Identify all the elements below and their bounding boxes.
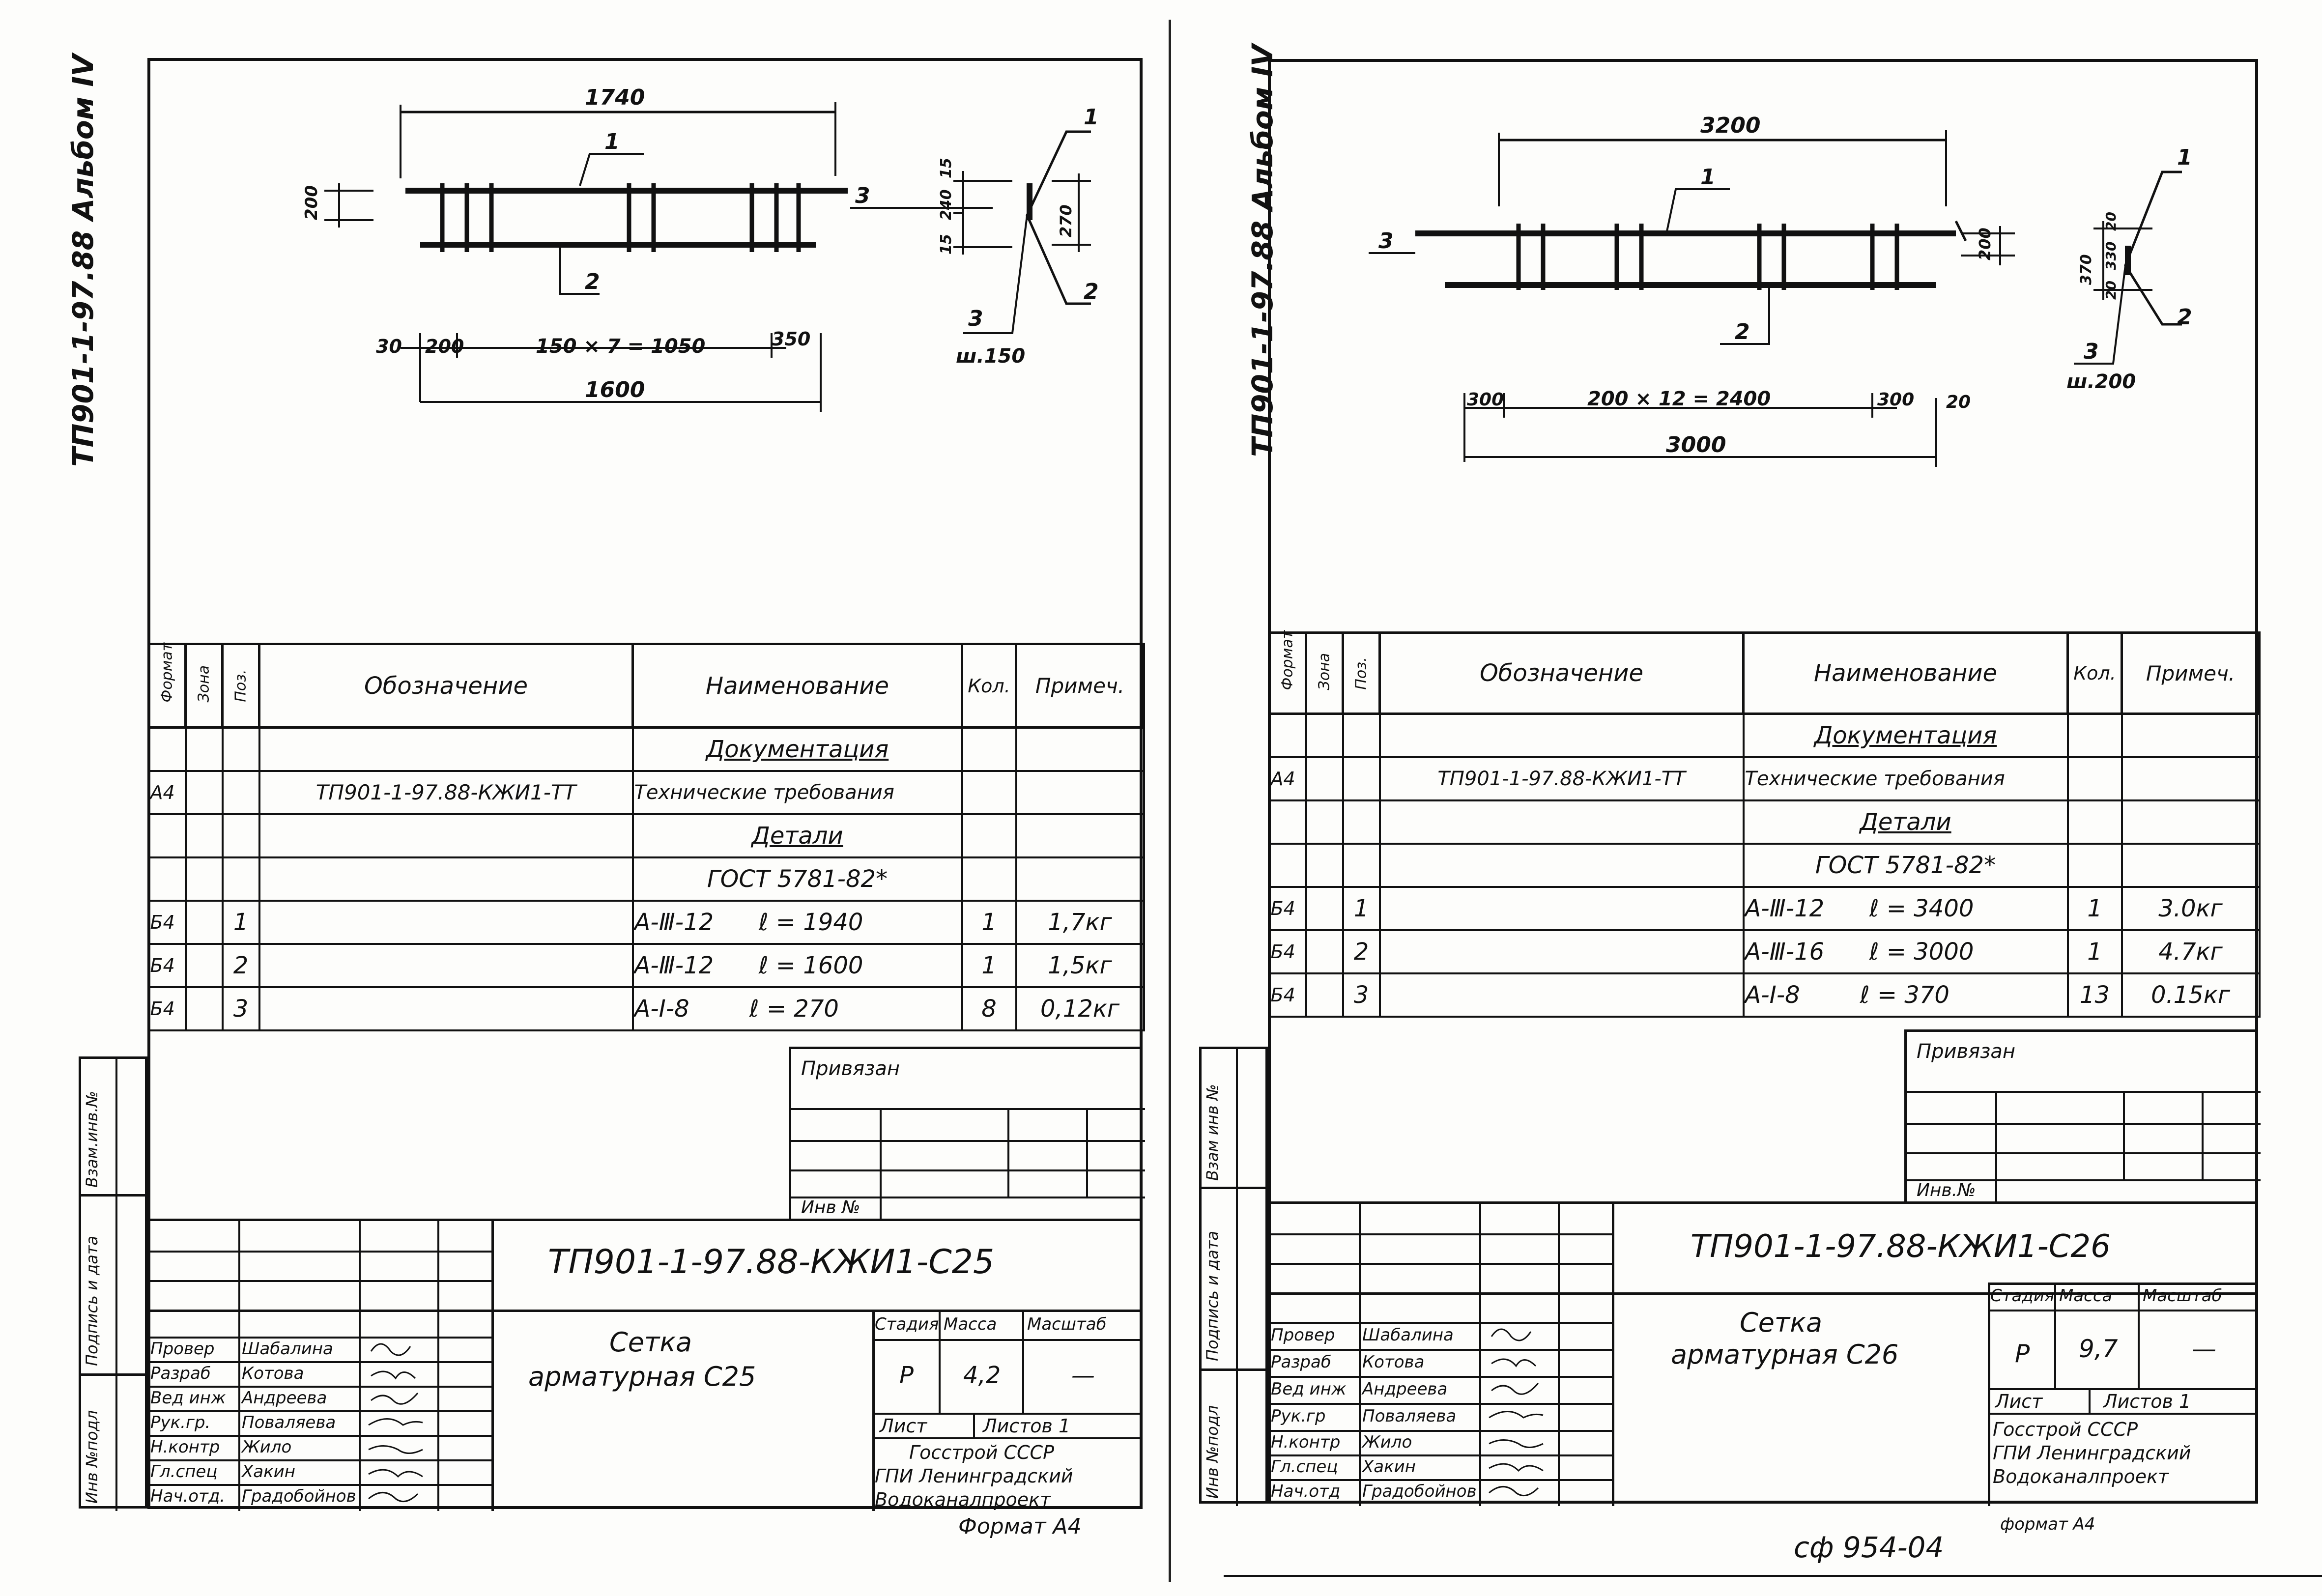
table-row: ГОСТ 5781-82* [147, 856, 1145, 902]
pos-2: 2 [585, 269, 600, 294]
spec-table: Формат Зона Поз. Обозначение Наименовани… [147, 643, 1145, 1031]
name-tech-req: Технические требования [631, 770, 963, 815]
pos-1: 1 [604, 129, 620, 154]
sec-step: ш.150 [956, 345, 1025, 368]
sheet-right: ТП901-1-97.88 Альбом IV [1170, 0, 2322, 1596]
inv-no-label: Инв № [801, 1197, 860, 1218]
side-box-vzam: Взам.инв.№ [83, 1091, 101, 1188]
drawing-title-line1: Сетка [609, 1327, 692, 1358]
side-stamp: Взам инв № Подпись и дата Инв №подл [1199, 1047, 1270, 1506]
dim-b-30: 30 [376, 336, 402, 357]
title-block: Провер Шабалина Разраб Котова Вед инж Ан… [147, 1219, 1143, 1511]
dim-top: 1740 [585, 85, 645, 110]
sheet-left: ТП901-1-97.88 Альбом IV [0, 0, 1160, 1596]
table-row: Б4 2 А-Ⅲ-12 ℓ = 1600 1 1,5кг [147, 942, 1145, 988]
svg-text:20: 20 [1946, 392, 1971, 412]
header-format: Формат [147, 643, 187, 729]
svg-text:300: 300 [1467, 390, 1504, 410]
svg-text:3: 3 [1378, 228, 1394, 254]
table-row: ГОСТ 5781-82* [1268, 842, 2261, 888]
privyazan-box: Привязан Инв.№ [1904, 1029, 2261, 1204]
svg-text:200: 200 [1976, 228, 1994, 260]
format-label: формат А4 [2000, 1514, 2095, 1534]
table-row: Документация [1268, 712, 2261, 758]
table-header-row: Формат Зона Поз. Обозначение Наименовани… [1268, 630, 2261, 715]
format-label: Формат А4 [958, 1514, 1082, 1539]
side-box-invpodl: Инв №подл [83, 1410, 101, 1504]
org-line-2: ГПИ Ленинградский [875, 1465, 1073, 1487]
sec-240: 240 [938, 189, 955, 220]
dim-b-350: 350 [772, 328, 810, 350]
svg-text:330: 330 [2103, 242, 2119, 270]
table-header-row: Формат Зона Поз. Обозначение Наименовани… [147, 643, 1145, 729]
svg-text:3200: 3200 [1700, 113, 1760, 138]
section-documentation: Документация [631, 726, 963, 772]
dim-b-mid: 150 × 7 = 1050 [536, 335, 705, 358]
org-line-1: Госстрой СССР [909, 1442, 1055, 1463]
header-pos: Поз. [221, 643, 260, 729]
album-side-label: ТП901-1-97.88 Альбом IV [66, 54, 100, 467]
header-zone: Зона [184, 643, 224, 729]
sec-15a: 15 [938, 158, 955, 178]
svg-text:1: 1 [2177, 145, 2192, 170]
svg-text:1: 1 [1700, 165, 1716, 190]
svg-text:200 × 12 = 2400: 200 × 12 = 2400 [1587, 388, 1771, 410]
sec-pos2: 2 [1084, 279, 1099, 304]
drawing-title-line2: арматурная С25 [528, 1361, 756, 1392]
header-name: Наименование [631, 643, 963, 729]
signatures [368, 1343, 423, 1503]
table-row: Б4 1 А-Ⅲ-12 ℓ = 3400 1 3.0кг [1268, 885, 2261, 931]
header-note: Примеч. [1015, 643, 1145, 729]
table-row: Документация [147, 726, 1145, 772]
privyazan-label: Привязан [801, 1057, 900, 1080]
spec-table: Формат Зона Поз. Обозначение Наименовани… [1268, 630, 2261, 1018]
org-line-3: Водоканалпроект [875, 1489, 1051, 1510]
dim-total: 1600 [585, 377, 645, 402]
svg-text:3000: 3000 [1666, 432, 1726, 457]
table-row: Детали [1268, 799, 2261, 845]
gost-line: ГОСТ 5781-82* [631, 856, 963, 902]
header-designation: Обозначение [258, 643, 634, 729]
table-row: Б4 3 А-Ⅰ-8 ℓ = 370 13 0.15кг [1268, 972, 2261, 1018]
svg-text:20: 20 [2103, 281, 2119, 300]
dim-height: 200 [302, 185, 321, 220]
dim-b-200: 200 [425, 336, 464, 357]
svg-text:ш.200: ш.200 [2066, 370, 2136, 393]
section-details: Детали [631, 813, 963, 858]
table-row: А4 ТП901-1-97.88-КЖИ1-ТТ Технические тре… [1268, 756, 2261, 801]
pos-3: 3 [855, 183, 870, 208]
sec-pos1: 1 [1084, 105, 1099, 130]
header-qty: Кол. [961, 643, 1017, 729]
title-block: Провер Шабалина Разраб Котова Вед инж Ан… [1268, 1201, 2258, 1506]
side-stamp: Взам.инв.№ Подпись и дата Инв №подл [79, 1056, 150, 1511]
bottom-rule [1224, 1575, 2322, 1577]
svg-text:20: 20 [2103, 212, 2119, 231]
table-row: Б4 3 А-Ⅰ-8 ℓ = 270 8 0,12кг [147, 986, 1145, 1031]
sec-270: 270 [1057, 204, 1075, 237]
document-code: ТП901-1-97.88-КЖИ1-С25 [548, 1243, 995, 1282]
mesh-drawing-c26: 3200 200 1 2 3 300 200 × 12 = 2400 300 2… [1369, 113, 2192, 467]
table-row: Б4 1 А-Ⅲ-12 ℓ = 1940 1 1,7кг [147, 899, 1145, 945]
svg-text:3: 3 [2084, 339, 2099, 364]
svg-text:2: 2 [2177, 305, 2192, 330]
table-row: А4 ТП901-1-97.88-КЖИ1-ТТ Технические тре… [147, 770, 1145, 815]
side-box-podpis: Подпись и дата [83, 1235, 101, 1366]
signatures [1489, 1328, 1544, 1497]
mass-value: 4,2 [963, 1362, 1001, 1389]
svg-text:300: 300 [1877, 390, 1914, 410]
scale-value: — [1071, 1362, 1095, 1389]
archive-code: сф 954-04 [1794, 1531, 1944, 1564]
designation-tt: ТП901-1-97.88-КЖИ1-ТТ [258, 770, 634, 815]
sec-15b: 15 [938, 234, 955, 255]
sec-pos3: 3 [968, 306, 983, 331]
stage-value: Р [899, 1362, 914, 1389]
table-row: Детали [147, 813, 1145, 858]
svg-text:2: 2 [1735, 319, 1750, 344]
mesh-drawing-c25: 1740 200 1 2 3 30 200 150 × 7 = 1050 350… [302, 85, 1099, 412]
privyazan-box: Привязан Инв № [789, 1047, 1145, 1221]
table-row: Б4 2 А-Ⅲ-16 ℓ = 3000 1 4.7кг [1268, 929, 2261, 974]
svg-text:370: 370 [2078, 254, 2095, 285]
center-fold-line [1169, 20, 1171, 1582]
